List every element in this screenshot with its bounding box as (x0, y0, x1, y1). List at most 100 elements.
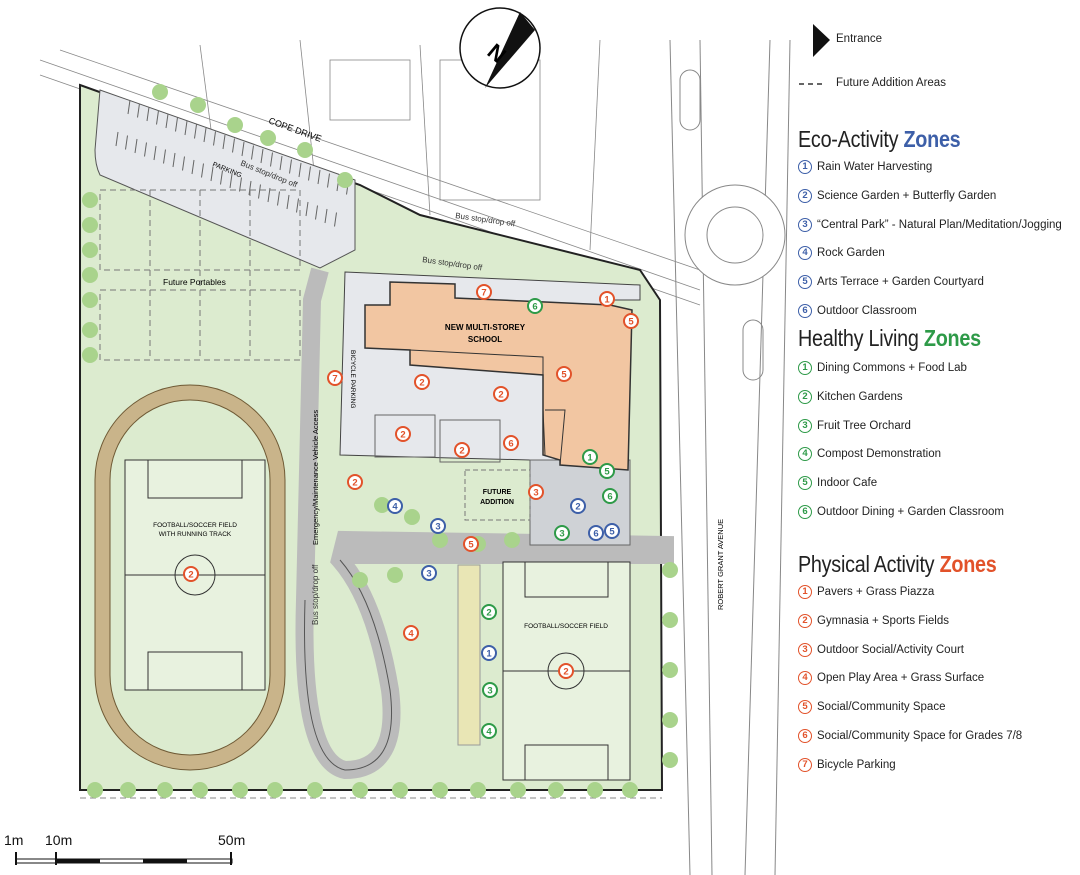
tree-icon (192, 782, 208, 798)
tree-icon (374, 497, 390, 513)
tree-icon (82, 242, 98, 258)
parking-stall (153, 145, 157, 161)
parking-stall (125, 135, 128, 150)
svg-text:7: 7 (332, 374, 337, 385)
zone-number-icon: 7 (798, 757, 812, 772)
physical-heading: Physical Activity Zones (798, 551, 997, 577)
tree-icon (82, 267, 98, 283)
future-addition-label: ADDITION (480, 499, 514, 506)
parking-stall (144, 142, 147, 157)
tree-icon (662, 562, 678, 578)
bicycle-parking-label: BICYCLE PARKING (349, 350, 356, 408)
future-addition-label: FUTURE (483, 489, 512, 496)
tree-icon (337, 172, 353, 188)
parking-stall (201, 163, 204, 178)
parking-stall (134, 138, 138, 154)
tree-icon (387, 567, 403, 583)
zone-marker-physical: 2 (414, 374, 430, 390)
tree-icon (404, 509, 420, 525)
tree-icon (432, 532, 448, 548)
scale-bar (15, 852, 233, 865)
svg-text:2: 2 (498, 390, 503, 401)
scale-label: 10m (45, 832, 73, 848)
tree-icon (82, 347, 98, 363)
zone-marker-eco: 3 (421, 565, 437, 581)
zone-marker-physical: 1 (599, 291, 615, 307)
zone-marker-physical: 7 (327, 370, 343, 386)
zone-number-icon: 4 (798, 671, 812, 686)
zone-marker-eco: 3 (430, 518, 446, 534)
legend-future-areas: Future Addition Areas (836, 77, 946, 89)
parking-stall (172, 152, 176, 168)
tree-icon (392, 782, 408, 798)
svg-text:2: 2 (563, 667, 568, 678)
svg-text:2: 2 (419, 378, 424, 389)
parking-stall (324, 208, 328, 224)
zone-marker-healthy: 2 (481, 604, 497, 620)
orchard-beds (457, 564, 481, 746)
parking-stall (182, 156, 185, 171)
svg-text:3: 3 (426, 569, 431, 580)
scale-label: 50m (218, 832, 246, 848)
tree-icon (152, 84, 168, 100)
parking-stall (289, 159, 292, 174)
track-field-label: FOOTBALL/SOCCER FIELD (153, 522, 237, 529)
scale-label: 1m (4, 832, 24, 848)
zone-number-icon: 2 (798, 389, 812, 404)
zone-number-icon: 5 (798, 275, 812, 290)
healthy-heading: Healthy Living Zones (798, 325, 981, 351)
school-label: NEW MULTI-STOREY (445, 323, 526, 332)
zone-number-icon: 3 (798, 217, 812, 232)
svg-text:6: 6 (532, 302, 537, 313)
svg-text:5: 5 (604, 467, 610, 478)
tree-icon (297, 142, 313, 158)
zone-number-icon: 1 (798, 585, 812, 599)
legend-entrance: Entrance (836, 33, 883, 45)
zone-marker-eco: 5 (604, 523, 620, 539)
svg-text:1: 1 (587, 453, 593, 464)
parking-stall (229, 173, 233, 189)
tree-icon (352, 572, 368, 588)
parking-stall (191, 159, 195, 175)
tree-icon (120, 782, 136, 798)
parking-stall (270, 152, 273, 167)
parking-stall (239, 177, 242, 192)
tree-icon (548, 782, 564, 798)
zone-marker-physical: 2 (493, 386, 509, 402)
tree-icon (510, 782, 526, 798)
tree-icon (662, 612, 678, 628)
soccer-field-label: FOOTBALL/SOCCER FIELD (524, 623, 608, 630)
tree-icon (87, 782, 103, 798)
zone-number-icon: 2 (798, 188, 812, 203)
svg-text:3: 3 (435, 522, 440, 533)
robert-grant-avenue (669, 39, 791, 875)
svg-text:5: 5 (561, 370, 567, 381)
zone-marker-healthy: 3 (482, 682, 498, 698)
zone-marker-healthy: 3 (554, 525, 570, 541)
zone-marker-physical: 4 (403, 625, 419, 641)
svg-text:5: 5 (609, 527, 615, 538)
zone-marker-physical: 5 (463, 536, 479, 552)
svg-text:7: 7 (481, 288, 486, 299)
svg-text:4: 4 (392, 502, 398, 513)
svg-text:2: 2 (486, 608, 491, 619)
parking-lot (94, 89, 356, 269)
entrance-icon (813, 24, 830, 57)
tree-icon (82, 322, 98, 338)
parking-stall (327, 173, 330, 188)
basketball-courts (374, 414, 501, 463)
tree-icon (157, 782, 173, 798)
tree-icon (82, 217, 98, 233)
svg-text:4: 4 (486, 727, 492, 738)
zone-marker-physical: 2 (347, 474, 363, 490)
zone-number-icon: 6 (798, 304, 812, 318)
